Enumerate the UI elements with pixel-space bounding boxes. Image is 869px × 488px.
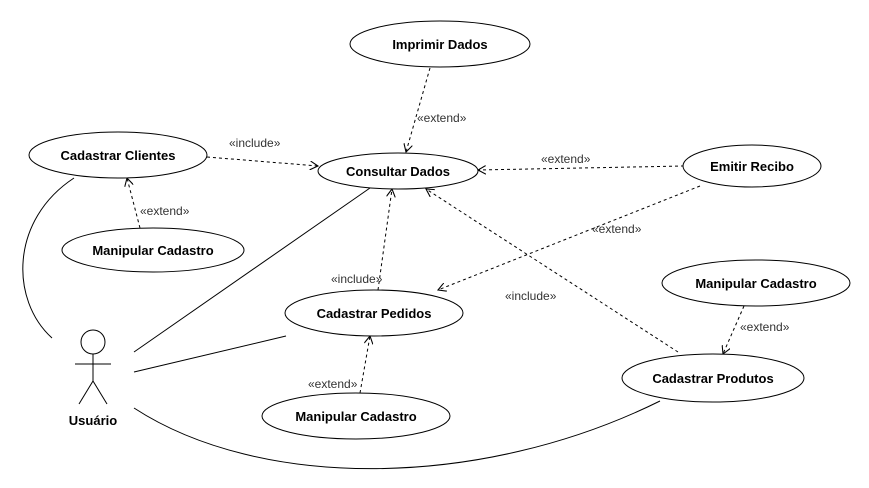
include-pedidos-to-consultar (377, 189, 392, 291)
use-case-label: Imprimir Dados (392, 37, 487, 52)
use-case-manipular-cadastro-pedidos[interactable]: Manipular Cadastro (261, 392, 451, 440)
assoc-cadastrar-produtos (133, 400, 661, 470)
use-case-label: Cadastrar Produtos (652, 371, 773, 386)
stereotype-label: «include» (505, 289, 557, 303)
use-case-manipular-cadastro-clientes[interactable]: Manipular Cadastro (61, 227, 245, 273)
stereotype-label: «extend» (140, 204, 190, 218)
actor-usuario[interactable]: Usuário (69, 329, 117, 428)
use-case-manipular-cadastro-produtos[interactable]: Manipular Cadastro (661, 259, 851, 307)
include-clientes-to-consultar (206, 156, 318, 166)
use-case-cadastrar-clientes[interactable]: Cadastrar Clientes (28, 131, 208, 179)
stereotype-label: «extend» (592, 222, 642, 236)
extend-imprimir-to-consultar (406, 67, 431, 152)
stereotype-label: «extend» (541, 152, 591, 166)
extend-manipular-to-produtos (723, 305, 745, 354)
use-case-label: Consultar Dados (346, 164, 450, 179)
actor-label: Usuário (69, 413, 117, 428)
stereotype-label: «extend» (417, 111, 467, 125)
actor-left-leg (78, 380, 94, 405)
use-case-label: Cadastrar Pedidos (317, 306, 432, 321)
stereotype-label: «include» (331, 272, 383, 286)
use-case-emitir-recibo[interactable]: Emitir Recibo (682, 144, 822, 188)
assoc-cadastrar-pedidos (133, 335, 287, 373)
use-case-label: Manipular Cadastro (695, 276, 816, 291)
use-case-cadastrar-produtos[interactable]: Cadastrar Produtos (621, 353, 805, 403)
use-case-label: Manipular Cadastro (92, 243, 213, 258)
include-produtos-to-consultar (426, 189, 679, 353)
extend-manipular-to-clientes (127, 178, 141, 229)
use-case-label: Manipular Cadastro (295, 409, 416, 424)
actor-right-leg (92, 380, 108, 405)
use-case-consultar-dados[interactable]: Consultar Dados (317, 152, 479, 190)
use-case-label: Emitir Recibo (710, 159, 794, 174)
extend-manipular-to-pedidos (359, 336, 370, 394)
use-case-imprimir-dados[interactable]: Imprimir Dados (349, 20, 531, 68)
extend-recibo-to-consultar (478, 166, 685, 170)
use-case-label: Cadastrar Clientes (61, 148, 176, 163)
extend-recibo-to-pedidos (438, 185, 701, 290)
stereotype-label: «extend» (740, 320, 790, 334)
stereotype-label: «extend» (308, 377, 358, 391)
actor-head (80, 329, 106, 355)
stereotype-label: «include» (229, 136, 281, 150)
assoc-consultar-dados (133, 187, 371, 353)
use-case-cadastrar-pedidos[interactable]: Cadastrar Pedidos (284, 289, 464, 337)
assoc-cadastrar-clientes (22, 177, 75, 339)
